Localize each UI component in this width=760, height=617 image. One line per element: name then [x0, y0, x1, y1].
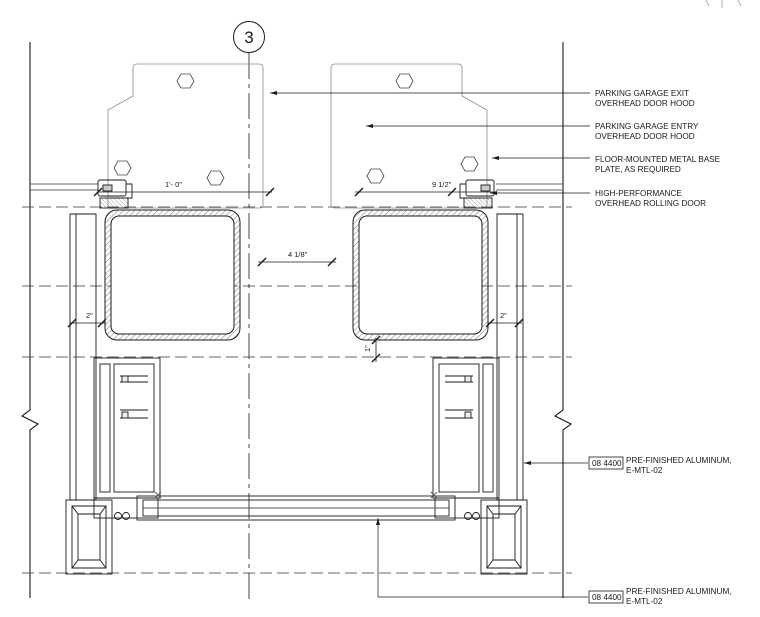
- note-exit-hood-line2: OVERHEAD DOOR HOOD: [595, 99, 695, 108]
- grid-line-3: 3: [233, 21, 265, 604]
- note-entry-hood-line2: OVERHEAD DOOR HOOD: [595, 132, 695, 141]
- dim-left-side: 2": [86, 311, 93, 320]
- hex-bolt-icon: [366, 168, 385, 184]
- exit-door-hood: [107, 63, 264, 209]
- note-rolling-door-line2: OVERHEAD ROLLING DOOR: [595, 199, 706, 208]
- material-callout: 08 4400 PRE-FINISHED ALUMINUM, E-MTL-02: [588, 456, 734, 475]
- grid-bubble: [233, 21, 265, 53]
- note-base-plate-line2: PLATE, AS REQUIRED: [595, 165, 681, 174]
- sheet-corner-mark: [705, 0, 742, 8]
- dim-right-side: 2": [500, 311, 507, 320]
- note-base-plate: FLOOR-MOUNTED METAL BASE PLATE, AS REQUI…: [595, 155, 722, 174]
- dimension-lines: [67, 187, 524, 363]
- dim-right-top: 9 1/2": [432, 180, 452, 189]
- callout-line2: E-MTL-02: [626, 466, 663, 475]
- dim-left-top: 1'- 0": [165, 180, 182, 189]
- callout-line1: PRE-FINISHED ALUMINUM,: [626, 456, 732, 465]
- note-rolling-door: HIGH-PERFORMANCE OVERHEAD ROLLING DOOR: [595, 189, 706, 208]
- callout-line2: E-MTL-02: [626, 597, 663, 606]
- spec-tag-box: [588, 590, 624, 604]
- entry-door-hood: [330, 63, 488, 209]
- dim-center-vertical: 1": [363, 345, 372, 352]
- callout-line1: PRE-FINISHED ALUMINUM,: [626, 587, 732, 596]
- note-entry-hood-line1: PARKING GARAGE ENTRY: [595, 122, 699, 131]
- wall-lines: [20, 42, 573, 598]
- storefront-frame-left: [65, 357, 161, 575]
- note-entry-hood: PARKING GARAGE ENTRY OVERHEAD DOOR HOOD: [595, 122, 701, 141]
- storefront-frame-right: [432, 357, 528, 575]
- steel-tube-right: [352, 209, 489, 341]
- hex-bolt-icon: [460, 156, 479, 172]
- callout-text: PRE-FINISHED ALUMINUM, E-MTL-02: [626, 456, 734, 475]
- hex-bolt-icon: [206, 170, 225, 186]
- spec-tag: 08 4400: [592, 459, 622, 468]
- note-exit-hood: PARKING GARAGE EXIT OVERHEAD DOOR HOOD: [595, 89, 695, 108]
- note-base-plate-line1: FLOOR-MOUNTED METAL BASE: [595, 155, 721, 164]
- grid-bubble-label: 3: [244, 28, 253, 47]
- leader-lines: [270, 92, 590, 598]
- spec-tag: 08 4400: [592, 593, 622, 602]
- note-rolling-door-line1: HIGH-PERFORMANCE: [595, 189, 682, 198]
- hex-bolt-icon: [176, 73, 195, 89]
- steel-tube-left: [104, 209, 241, 341]
- note-exit-hood-line1: PARKING GARAGE EXIT: [595, 89, 689, 98]
- door-track-hardware: [30, 179, 563, 209]
- dim-center-gap: 4 1/8": [288, 250, 308, 259]
- hex-bolt-icon: [395, 73, 414, 89]
- spec-tag-box: [588, 456, 624, 470]
- callout-text: PRE-FINISHED ALUMINUM, E-MTL-02: [626, 587, 734, 606]
- glazing-panel: [114, 491, 480, 521]
- leader-arrowheads: [270, 91, 531, 525]
- material-callout: 08 4400 PRE-FINISHED ALUMINUM, E-MTL-02: [588, 587, 734, 606]
- hex-bolt-icon: [113, 160, 132, 176]
